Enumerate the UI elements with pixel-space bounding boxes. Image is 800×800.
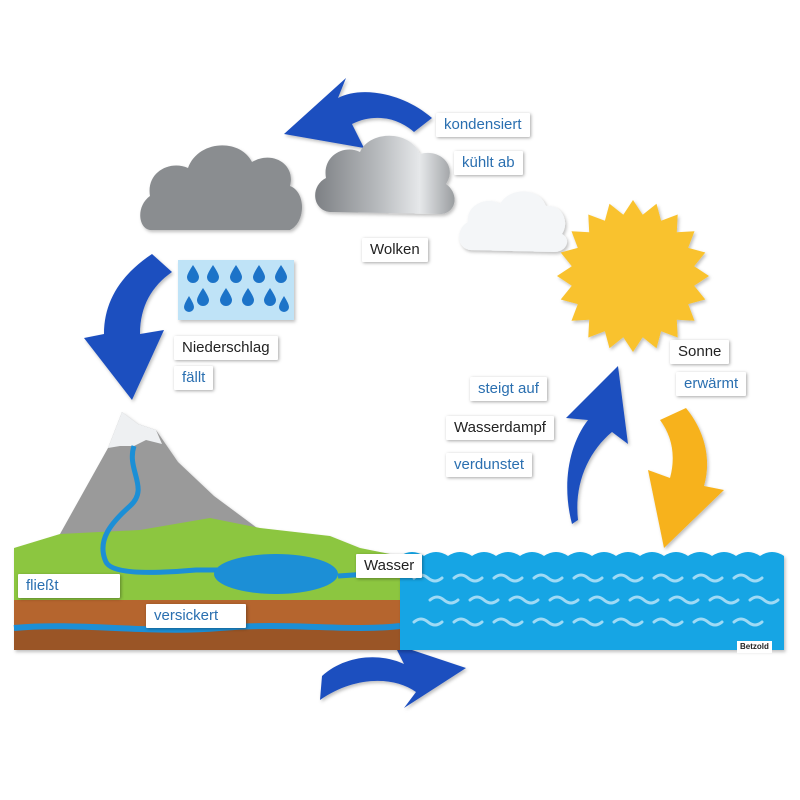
label-verdunstet: verdunstet <box>446 453 533 477</box>
cloud-silver <box>315 135 455 214</box>
sea-wave-mark <box>492 573 524 583</box>
label-erwaermt: erwärmt <box>676 372 747 396</box>
arrow-yellow <box>648 408 724 548</box>
label-niederschlag: Niederschlag <box>174 336 278 360</box>
sea-wave-mark <box>532 617 564 627</box>
sea-wave-mark <box>628 595 660 605</box>
sea-wave-mark <box>572 617 604 627</box>
label-steigt-auf: steigt auf <box>470 377 547 401</box>
label-wasser: Wasser <box>356 554 423 578</box>
sea-wave-mark <box>572 573 604 583</box>
sun <box>557 200 709 352</box>
sea-wave-mark <box>652 617 684 627</box>
sea-wave-mark <box>492 617 524 627</box>
sea-panel <box>400 552 784 650</box>
sea-wave-mark <box>452 617 484 627</box>
sea-wave-mark <box>532 573 564 583</box>
brand-logo: Betzold <box>737 641 772 653</box>
arrow-top <box>284 78 432 148</box>
label-kondensiert: kondensiert <box>436 113 530 137</box>
label-wolken: Wolken <box>362 238 428 262</box>
cloud-dark <box>140 145 302 230</box>
sea-wave-mark <box>548 595 580 605</box>
sea-wave-mark <box>652 573 684 583</box>
sea-wave-mark <box>612 617 644 627</box>
sea-wave-mark <box>732 573 764 583</box>
label-sonne: Sonne <box>670 340 730 364</box>
sea-wave-mark <box>612 573 644 583</box>
sea-wave-mark <box>428 595 460 605</box>
sea-wave-mark <box>588 595 620 605</box>
sea-wave-mark <box>452 573 484 583</box>
rain-drops-panel <box>178 260 294 320</box>
label-faellt: fällt <box>174 366 214 390</box>
label-kuehlt-ab: kühlt ab <box>454 151 523 175</box>
label-wasserdampf: Wasserdampf <box>446 416 554 440</box>
sea-wave-mark <box>692 617 724 627</box>
sea-wave-mark <box>468 595 500 605</box>
arrow-up <box>566 366 628 524</box>
cloud-white <box>459 191 568 252</box>
sea-wave-mark <box>708 595 740 605</box>
sea-wave-mark <box>692 573 724 583</box>
sea-wave-mark <box>748 595 780 605</box>
arrow-left <box>84 254 172 400</box>
land-panel <box>13 412 401 650</box>
arrow-bottom <box>320 644 466 708</box>
sea-wave-mark <box>508 595 540 605</box>
sea-wave-mark <box>412 617 444 627</box>
label-fliesst: fließt <box>18 574 120 598</box>
sea-wave-mark <box>732 617 764 627</box>
label-versickert: versickert <box>146 604 246 628</box>
sea-wave-mark <box>668 595 700 605</box>
